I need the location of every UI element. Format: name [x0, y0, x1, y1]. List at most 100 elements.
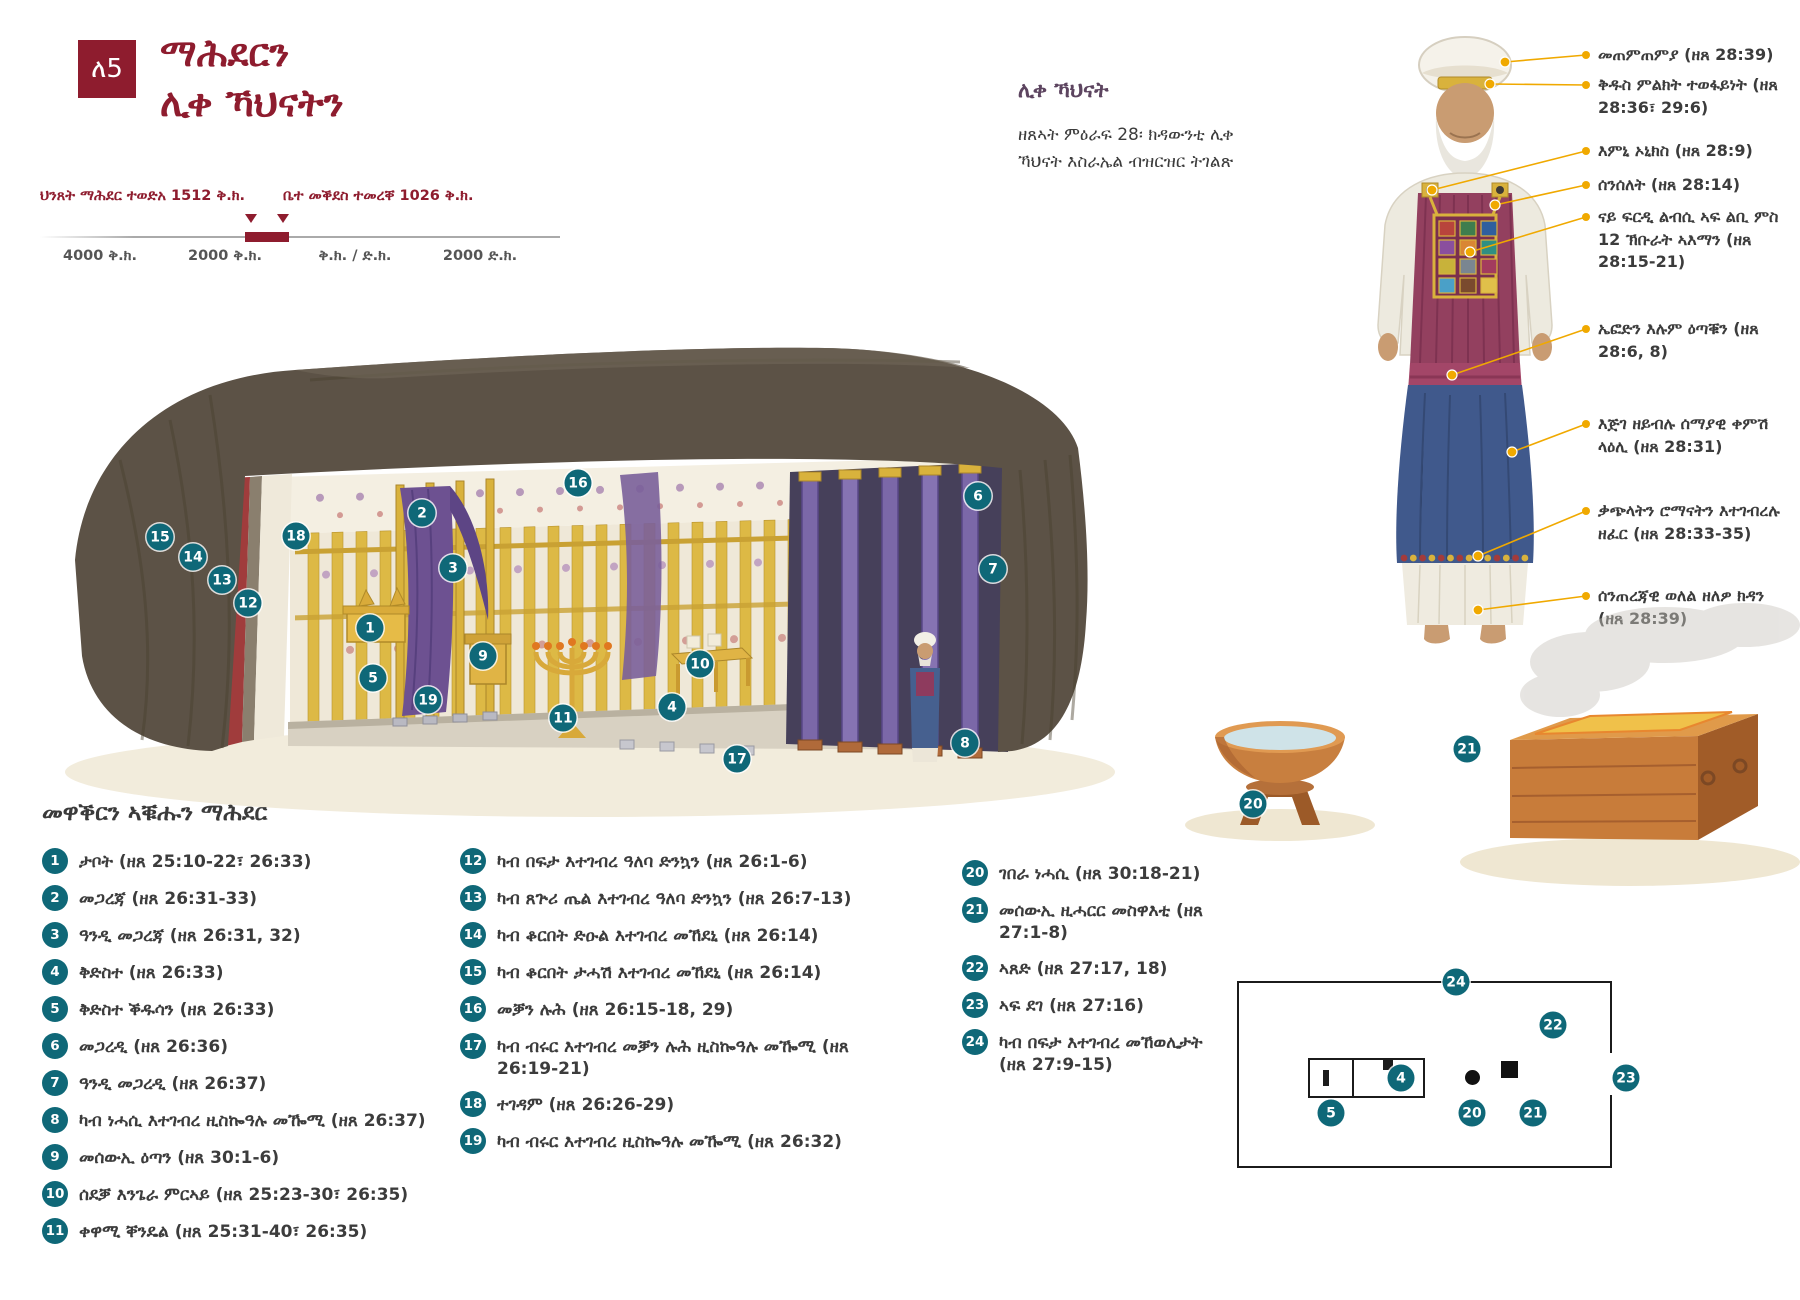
- legend-number-badge: 1: [42, 848, 68, 874]
- legend-item-text: ዓንዲ መጋረዲ (ዘጸ 26:37): [79, 1074, 267, 1094]
- legend-item-15: 15 ካብ ቆርበት ታሓሽ እተገብረ መኸደኒ (ዘጸ 26:14): [460, 959, 872, 985]
- legend-item-10: 10 ሰደቓ እንጌራ ምርኣይ (ዘጸ 25:23-30፣ 26:35): [42, 1181, 442, 1207]
- legend-item-text: ካብ ጸጕሪ ጤል እተገብረ ዓለባ ድንኳን (ዘጸ 26:7-13): [497, 889, 852, 909]
- priest-callout-3: እምኒ ኦኒክስ (ዘጸ 28:9): [1598, 141, 1753, 160]
- legend-number-badge: 10: [42, 1181, 68, 1207]
- legend-number-badge: 22: [962, 955, 988, 982]
- timeline-era-highlight: [245, 232, 289, 242]
- legend-item-text: ቀዋሚ ቐንዴል (ዘጸ 25:31-40፣ 26:35): [79, 1222, 368, 1242]
- legend-number-badge: 19: [460, 1128, 486, 1155]
- legend-item-text: ቅድስተ ቕዱሳን (ዘጸ 26:33): [79, 1000, 275, 1020]
- legend-item-22: 22 ኣጸድ (ዘጸ 27:17, 18): [962, 955, 1230, 982]
- legend-item-text: ካብ ብሩር እተገብረ መቓን ሉሕ ዚስኰዓሉ መዀሚ (ዘጸ 26:19-…: [497, 1037, 849, 1080]
- priest-figure-small: [910, 632, 940, 762]
- legend-item-text: መጋረዲ (ዘጸ 26:36): [79, 1037, 228, 1057]
- priest-section-description: ዘጸኣት ምዕራፍ 28፡ ክዳውንቲ ሊቀ ኻህናት እስራኤል ብዝርዝር …: [1018, 125, 1234, 173]
- legend-item-text: ኣጸድ (ዘጸ 27:17, 18): [999, 959, 1168, 980]
- burnt-offering-altar-illustration: [1460, 603, 1800, 886]
- legend-column-1: 1 ታቦት (ዘጸ 25:10-22፣ 26:33) 2 መጋረጃ (ዘጸ 26:31…: [42, 848, 442, 1255]
- legend-number-badge: 15: [460, 959, 486, 985]
- priest-callout-5: ናይ ፍርዲ ልብሲ ኣፍ ልቢ ምስ 12 ኽቡራት ኣእማን (ዘጸ 28:…: [1598, 207, 1779, 272]
- smoke: [1520, 603, 1800, 717]
- legend-item-text: ተገዳም (ዘጸ 26:26-29): [497, 1095, 675, 1116]
- legend-item-text: ካብ በፍታ እተገብረ መኸወሊታት (ዘጸ 27:9-15): [999, 1033, 1203, 1076]
- floorplan-altar-square: [1501, 1061, 1518, 1078]
- legend-item-text: ቅድስተ (ዘጸ 26:33): [79, 963, 224, 983]
- timeline-arrow-1512: [245, 214, 257, 223]
- face: [1436, 83, 1494, 143]
- floorplan-gate-opening: [1608, 1053, 1615, 1095]
- marker-23: 23: [1612, 1064, 1640, 1092]
- outer-covering: [75, 347, 1088, 752]
- priest-callout-1: መጠምጠምያ (ዘጸ 28:39): [1598, 45, 1774, 64]
- floorplan-ark: [1323, 1070, 1329, 1086]
- priest-callout-9: ሰንጠረጃዊ ወለል ዘለዎ ክዳን (ዘጸ 28:39): [1598, 586, 1765, 628]
- legend-number-badge: 20: [962, 860, 988, 886]
- legend-number-badge: 17: [460, 1033, 486, 1059]
- priest-callout-7: እጅገ ዘይብሉ ሰማያዊ ቀምሽ ላዕሊ (ዘጸ 28:31): [1598, 414, 1769, 456]
- legend-item-text: መጋረጃ (ዘጸ 26:31-33): [79, 889, 257, 909]
- legend-number-badge: 24: [962, 1029, 988, 1056]
- legend-number-badge: 4: [42, 959, 68, 985]
- legend-title: መዋቕርን ኣቑሑን ማሕደር: [42, 800, 268, 826]
- legend-item-3: 3 ዓንዲ መጋረጃ (ዘጸ 26:31, 32): [42, 922, 442, 948]
- legend-item-2: 2 መጋረጃ (ዘጸ 26:31-33): [42, 885, 442, 911]
- legend-number-badge: 6: [42, 1033, 68, 1059]
- veil-and-pillars: [392, 478, 498, 727]
- veil-curtain: [400, 486, 454, 716]
- priest-section-heading: ሊቀ ኻህናት: [1018, 78, 1109, 102]
- timeline-tick: 2000 ድ.ክ.: [442, 248, 518, 264]
- priest-callout-4: ሰንሰለት (ዘጸ 28:14): [1598, 175, 1741, 194]
- legend-item-text: መሰውኢ ዚሓርር መስዋእቲ (ዘጸ 27:1-8): [999, 901, 1203, 944]
- priest-callout-6: ኤፎድን እሉም ዕጣቑን (ዘጸ 28:6, 8): [1598, 319, 1759, 361]
- timeline-event-tabernacle: ህንጸት ማሕደር ተወድአ 1512 ቅ.ክ.: [40, 188, 246, 204]
- tabernacle-illustration: [65, 347, 1115, 817]
- floorplan: [1237, 981, 1615, 1168]
- legend-number-badge: 8: [42, 1107, 68, 1133]
- legend-item-text: ካብ ቆርበት ታሓሽ እተገብረ መኸደኒ (ዘጸ 26:14): [497, 963, 822, 983]
- legend-number-badge: 3: [42, 922, 68, 948]
- legend-number-badge: 14: [460, 922, 486, 948]
- legend-number-badge: 2: [42, 885, 68, 911]
- floorplan-veil-divider: [1352, 1058, 1354, 1098]
- feet: [1424, 625, 1450, 644]
- timeline-tick: ቅ.ክ. / ድ.ክ.: [318, 248, 392, 264]
- timeline-arrow-1026: [277, 214, 289, 223]
- high-priest-illustration: [1377, 36, 1553, 644]
- legend-item-11: 11 ቀዋሚ ቐንዴል (ዘጸ 25:31-40፣ 26:35): [42, 1218, 442, 1244]
- legend-number-badge: 12: [460, 848, 486, 874]
- legend-item-text: ካብ ብሩር እተገብረ ዚስኰዓሉ መዀሚ (ዘጸ 26:32): [497, 1132, 842, 1153]
- legend-number-badge: 11: [42, 1218, 68, 1244]
- legend-item-17: 17 ካብ ብሩር እተገብረ መቓን ሉሕ ዚስኰዓሉ መዀሚ (ዘጸ 26:1…: [460, 1033, 872, 1080]
- legend-item-text: ዓንዲ መጋረጃ (ዘጸ 26:31, 32): [79, 926, 301, 946]
- floorplan-basin-dot: [1465, 1070, 1480, 1085]
- legend-item-text: ታቦት (ዘጸ 25:10-22፣ 26:33): [79, 852, 312, 872]
- legend-item-text: ካብ በፍታ እተገብረ ዓለባ ድንኳን (ዘጸ 26:1-6): [497, 852, 808, 872]
- legend-item-4: 4 ቅድስተ (ዘጸ 26:33): [42, 959, 442, 985]
- legend-number-badge: 16: [460, 996, 486, 1022]
- incense-altar: [464, 633, 512, 685]
- timeline-event-temple: ቤተ መቕደስ ተመረቐ 1026 ቅ.ክ.: [283, 188, 474, 204]
- legend-item-20: 20 ገበራ ነሓሲ (ዘጸ 30:18-21): [962, 860, 1230, 886]
- legend-item-text: መቓን ሉሕ (ዘጸ 26:15-18, 29): [497, 1000, 734, 1020]
- legend-item-text: ገበራ ነሓሲ (ዘጸ 30:18-21): [999, 864, 1201, 884]
- legend-number-badge: 9: [42, 1144, 68, 1170]
- legend-item-text: ሰደቓ እንጌራ ምርኣይ (ዘጸ 25:23-30፣ 26:35): [79, 1185, 409, 1205]
- timeline-tick: 4000 ቅ.ክ.: [63, 248, 137, 264]
- page-title-line2: ሊቀ ኻህናትን: [160, 81, 344, 126]
- copper-basin-illustration: [1185, 721, 1375, 841]
- legend-item-16: 16 መቓን ሉሕ (ዘጸ 26:15-18, 29): [460, 996, 872, 1022]
- legend-number-badge: 7: [42, 1070, 68, 1096]
- cover-highlight: [295, 347, 970, 379]
- legend-item-19: 19 ካብ ብሩር እተገብረ ዚስኰዓሉ መዀሚ (ዘጸ 26:32): [460, 1128, 872, 1155]
- legend-item-1: 1 ታቦት (ዘጸ 25:10-22፣ 26:33): [42, 848, 442, 874]
- timeline: ህንጸት ማሕደር ተወድአ 1512 ቅ.ክ. ቤተ መቕደስ ተመረቐ 10…: [40, 188, 600, 278]
- legend-item-text: መሰውኢ ዕጣን (ዘጸ 30:1-6): [79, 1148, 280, 1168]
